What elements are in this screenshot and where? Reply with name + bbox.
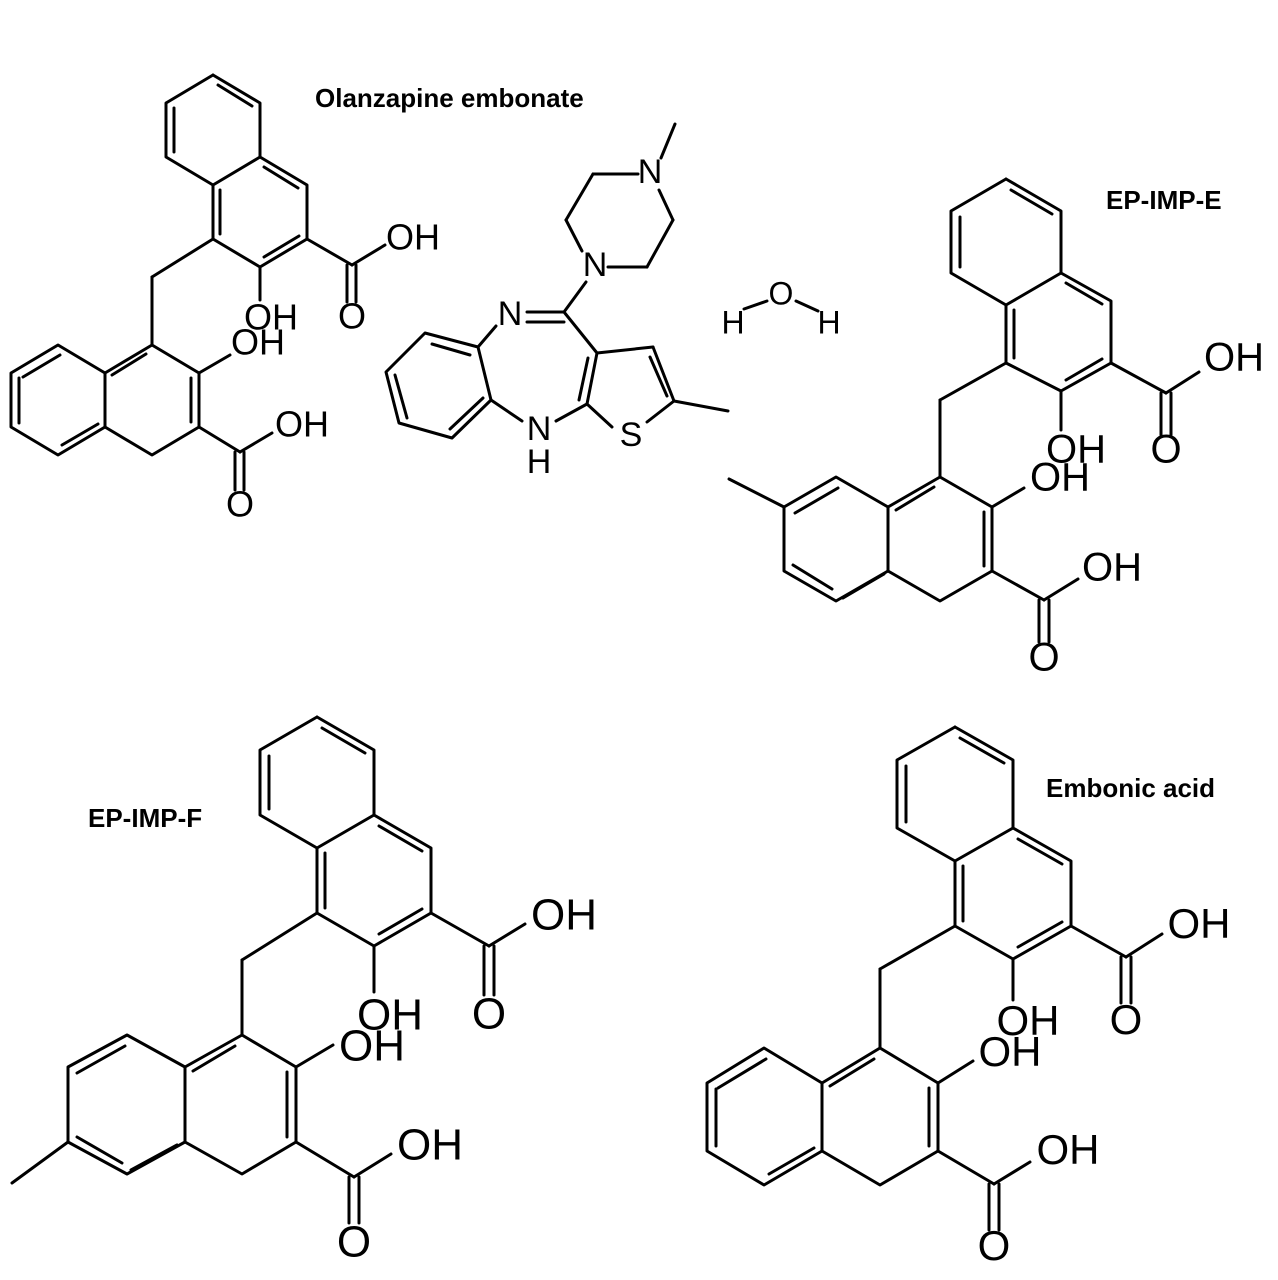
- water-h-left-label: H: [721, 304, 744, 340]
- lower-carbonyl-o-label: O: [226, 484, 254, 525]
- water-molecule: [742, 299, 820, 313]
- ep-imp-e-structure: [727, 177, 1201, 644]
- title-embonic-acid: Embonic acid: [1046, 773, 1215, 803]
- title-ep-imp-e: EP-IMP-E: [1106, 185, 1222, 215]
- amine-h-label: H: [527, 443, 552, 481]
- ep-imp-e-lower-carbonyl-o-label: O: [1028, 636, 1059, 680]
- ep-imp-e-upper-hydroxyl-label: OH: [1046, 428, 1106, 472]
- amine-n-label: N: [527, 410, 552, 448]
- imine-n-label: N: [498, 295, 523, 333]
- embonic-acid-lower-hydroxyl-label: OH: [979, 1028, 1042, 1075]
- lower-hydroxyl-label: OH: [231, 322, 285, 363]
- piperazine-n-methyl-label: N: [638, 153, 663, 191]
- ep-imp-e-upper-cooh-oh-label: OH: [1204, 336, 1264, 380]
- title-olanzapine-embonate: Olanzapine embonate: [315, 83, 584, 113]
- ep-imp-f-lower-cooh-oh-label: OH: [397, 1121, 463, 1170]
- upper-hydroxyl-label: OH: [244, 297, 298, 338]
- embonic-acid-upper-hydroxyl-label: OH: [997, 997, 1060, 1044]
- water-h-right-label: H: [817, 304, 840, 340]
- embonic-acid-upper-carbonyl-o-label: O: [1110, 996, 1143, 1043]
- water-o-label: O: [769, 275, 794, 311]
- ep-imp-e-lower-hydroxyl-label: OH: [1030, 456, 1090, 500]
- ep-imp-f-lower-hydroxyl-label: OH: [339, 1022, 405, 1071]
- upper-carbonyl-o-label: O: [338, 296, 366, 337]
- olanzapine-embonate-embonic-part: [9, 73, 387, 492]
- upper-cooh-oh-label: OH: [386, 217, 440, 258]
- embonic-acid-upper-cooh-oh-label: OH: [1168, 900, 1231, 947]
- embonic-acid-lower-cooh-oh-label: OH: [1037, 1126, 1100, 1173]
- ep-imp-e-upper-carbonyl-o-label: O: [1150, 428, 1181, 472]
- title-ep-imp-f: EP-IMP-F: [88, 803, 202, 833]
- ep-imp-f-upper-carbonyl-o-label: O: [472, 990, 506, 1039]
- lower-cooh-oh-label: OH: [275, 404, 329, 445]
- ep-imp-e-lower-cooh-oh-label: OH: [1082, 546, 1142, 590]
- embonic-acid-lower-carbonyl-o-label: O: [978, 1222, 1011, 1269]
- ep-imp-f-upper-cooh-oh-label: OH: [531, 891, 597, 940]
- ep-imp-f-upper-hydroxyl-label: OH: [357, 991, 423, 1040]
- ep-imp-f-structure: [10, 715, 527, 1225]
- ep-imp-f-lower-carbonyl-o-label: O: [337, 1218, 371, 1267]
- embonic-acid-structure: [705, 725, 1164, 1232]
- piperazine-n-label: N: [583, 246, 608, 284]
- thiophene-s-label: S: [620, 416, 643, 454]
- olanzapine-structure: [384, 122, 730, 440]
